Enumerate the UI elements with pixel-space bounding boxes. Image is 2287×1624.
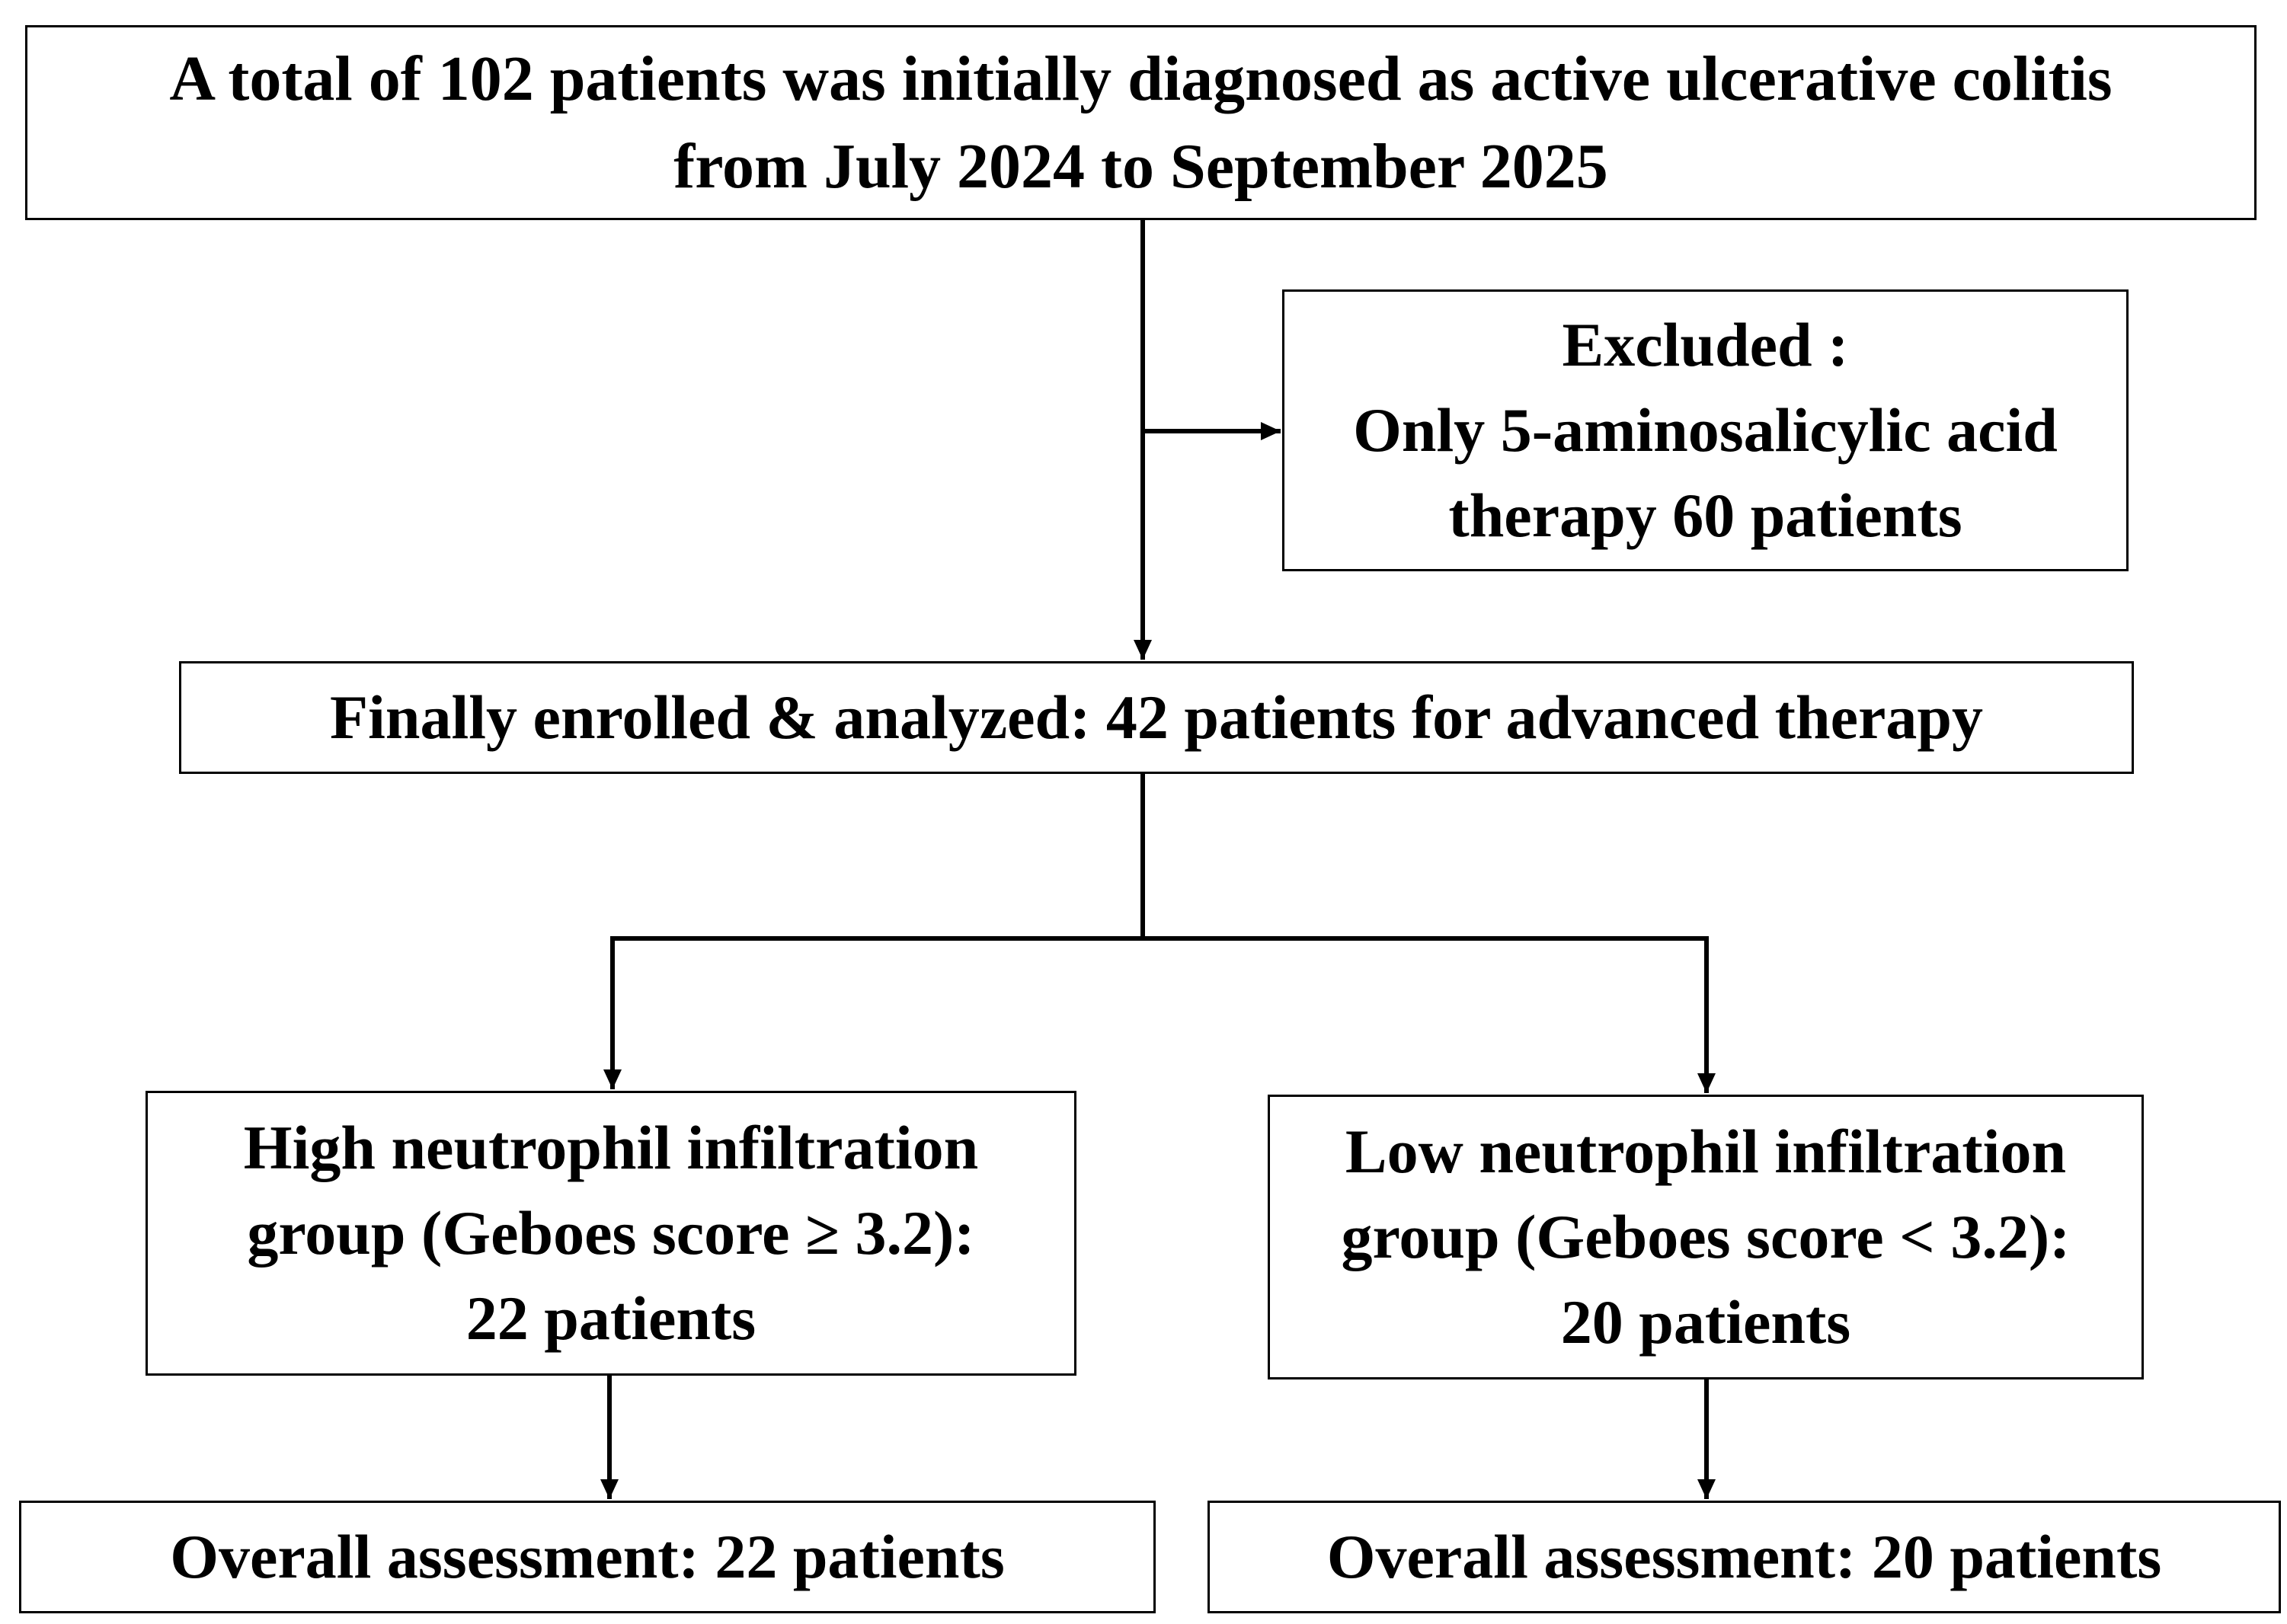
low-group-assessment-box: Overall assessment: 20 patients (1207, 1501, 2281, 1613)
excluded-line-2: Only 5-aminosalicylic acid (1353, 395, 2058, 465)
enrolled-line-1: Finally enrolled & analyzed: 42 patients… (330, 682, 1983, 752)
enrolled-box: Finally enrolled & analyzed: 42 patients… (179, 661, 2134, 774)
initial-diagnosis-line-1: A total of 102 patients was initially di… (169, 43, 2113, 114)
arrowhead-high-to-assessment (600, 1479, 619, 1499)
low-group-line-2: group (Geboes score < 3.2): (1341, 1201, 2071, 1271)
arrowhead-to-excluded (1261, 422, 1281, 440)
high-group-line-2: group (Geboes score ≥ 3.2): (247, 1197, 975, 1268)
excluded-line-1: Excluded : (1562, 309, 1849, 379)
low-assessment-line-1: Overall assessment: 20 patients (1326, 1521, 2162, 1591)
arrowhead-to-low-group (1697, 1073, 1716, 1093)
low-group-line-1: Low neutrophil infiltration (1345, 1116, 2067, 1186)
low-neutrophil-group-box: Low neutrophil infiltration group (Geboe… (1268, 1095, 2144, 1379)
high-group-line-1: High neutrophil infiltration (243, 1112, 979, 1182)
high-group-line-3: 22 patients (465, 1284, 756, 1354)
high-assessment-line-1: Overall assessment: 22 patients (170, 1521, 1005, 1591)
low-group-line-3: 20 patients (1560, 1287, 1851, 1357)
initial-diagnosis-line-2: from July 2024 to September 2025 (673, 131, 1608, 202)
initial-diagnosis-box: A total of 102 patients was initially di… (25, 25, 2257, 220)
excluded-box: Excluded : Only 5-aminosalicylic acid th… (1282, 289, 2129, 571)
excluded-line-3: therapy 60 patients (1448, 481, 1962, 551)
arrowhead-to-high-group (603, 1069, 622, 1089)
arrowhead-top-to-enrolled (1134, 640, 1152, 660)
arrowhead-low-to-assessment (1697, 1479, 1716, 1499)
high-neutrophil-group-box: High neutrophil infiltration group (Gebo… (146, 1091, 1076, 1376)
high-group-assessment-box: Overall assessment: 22 patients (19, 1501, 1156, 1613)
